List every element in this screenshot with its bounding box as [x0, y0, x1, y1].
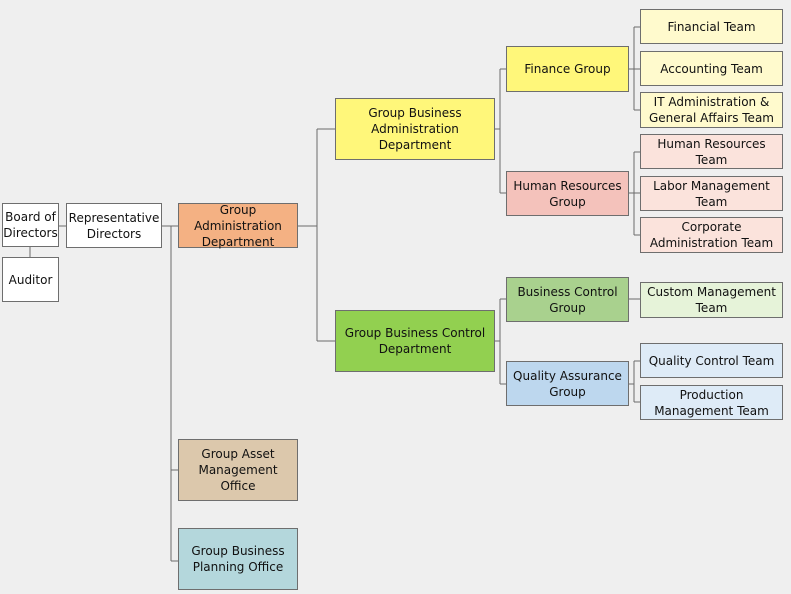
human-resources-team-label: Human Resources Team [657, 136, 766, 167]
group-business-planning-office-box: Group Business Planning Office [178, 528, 298, 590]
human-resources-group-label: Human Resources Group [513, 178, 622, 209]
human-resources-group-box: Human Resources Group [506, 171, 629, 216]
finance-group-label: Finance Group [524, 62, 611, 76]
group-business-administration-department-label: Group Business Administration Department [368, 106, 462, 152]
custom-management-team-box: Custom Management Team [640, 282, 783, 318]
financial-team-box: Financial Team [640, 9, 783, 44]
business-control-group-label: Business Control Group [517, 284, 618, 315]
auditor-label: Auditor [8, 272, 53, 287]
group-administration-department-box: Group Administration Department [178, 202, 298, 249]
board-of-directors-box: Board of Directors [2, 203, 59, 247]
board-of-directors-label: Board of Directors [3, 210, 58, 240]
business-control-group-box: Business Control Group [506, 277, 629, 322]
representative-directors-label: Representative Directors [68, 210, 160, 241]
group-business-control-department-box: Group Business Control Department [335, 310, 495, 372]
group-administration-department-label: Group Administration Department [194, 202, 282, 249]
labor-management-team-box: Labor Management Team [640, 176, 783, 211]
group-business-planning-office-label: Group Business Planning Office [191, 544, 285, 574]
group-asset-management-office-label: Group Asset Management Office [198, 447, 278, 493]
quality-assurance-group-box: Quality Assurance Group [506, 361, 629, 406]
custom-management-team-label: Custom Management Team [647, 285, 776, 315]
quality-control-team-box: Quality Control Team [640, 343, 783, 378]
it-administration-team-box: IT Administration & General Affairs Team [640, 92, 783, 128]
group-asset-management-office-box: Group Asset Management Office [178, 439, 298, 501]
corporate-administration-team-label: Corporate Administration Team [649, 220, 774, 250]
production-management-team-box: Production Management Team [640, 385, 783, 420]
financial-team-label: Financial Team [667, 19, 756, 34]
quality-control-team-label: Quality Control Team [648, 353, 775, 368]
it-administration-team-label: IT Administration & General Affairs Team [649, 95, 774, 125]
labor-management-team-label: Labor Management Team [653, 178, 770, 209]
quality-assurance-group-label: Quality Assurance Group [513, 368, 622, 399]
group-business-administration-department-box: Group Business Administration Department [335, 98, 495, 160]
finance-group-box: Finance Group [506, 46, 629, 92]
auditor-box: Auditor [2, 257, 59, 302]
production-management-team-label: Production Management Team [654, 387, 769, 418]
group-business-control-department-label: Group Business Control Department [344, 326, 486, 356]
representative-directors-box: Representative Directors [66, 203, 162, 248]
human-resources-team-box: Human Resources Team [640, 134, 783, 169]
accounting-team-box: Accounting Team [640, 51, 783, 86]
corporate-administration-team-box: Corporate Administration Team [640, 217, 783, 253]
accounting-team-label: Accounting Team [660, 61, 763, 76]
